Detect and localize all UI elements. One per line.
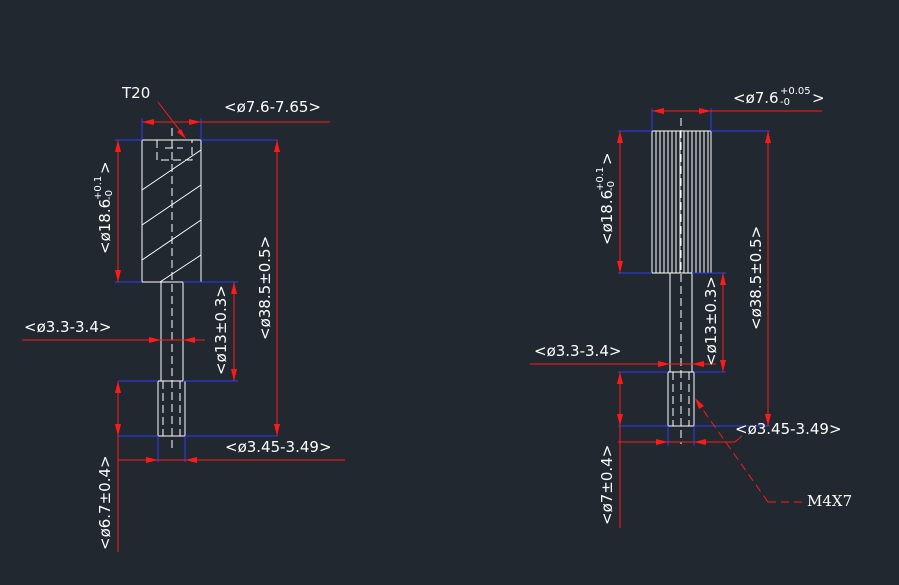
- right-pin-geometry: [651, 118, 712, 444]
- svg-text:+0.05: +0.05: [780, 86, 811, 97]
- left-dimension-lines: [22, 101, 345, 552]
- left-dim-head-len: <ø18.6 +0.1 -0 >: [93, 161, 115, 254]
- svg-text:+0.1: +0.1: [595, 167, 606, 191]
- left-dim-shaft-len: <ø13±0.3>: [212, 285, 230, 375]
- left-head-slot: [156, 140, 193, 161]
- right-dim-total-len: <ø38.5±0.5>: [747, 226, 765, 330]
- right-extension-lines: [618, 108, 770, 446]
- svg-text:>: >: [812, 89, 825, 107]
- right-dim-head-dia: <ø7.6 +0.05 -0 >: [733, 86, 825, 108]
- svg-text:<ø18.6: <ø18.6: [96, 199, 114, 254]
- svg-text:>: >: [598, 152, 616, 165]
- left-extension-lines: [115, 118, 277, 462]
- left-dim-tip-dia: <ø3.45-3.49>: [225, 438, 332, 456]
- right-dim-shaft-len: <ø13±0.3>: [702, 276, 720, 366]
- right-head-knurling: [655, 131, 709, 273]
- left-dim-head-dia: <ø7.6-7.65>: [224, 98, 321, 116]
- left-pin-drawing: T20 <ø7.6-7.65> <ø18.6 +0.1 -0 > <ø38.5±…: [22, 84, 345, 552]
- right-callout-m4x7: M4X7: [807, 492, 852, 510]
- svg-text:>: >: [96, 161, 114, 174]
- right-dim-tip-dia: <ø3.45-3.49>: [735, 420, 842, 438]
- right-dim-shaft-dia: <ø3.3-3.4>: [534, 342, 621, 360]
- right-dimension-lines: [530, 108, 822, 528]
- left-dim-shaft-dia: <ø3.3-3.4>: [24, 318, 111, 336]
- svg-text:-0: -0: [780, 97, 790, 108]
- svg-text:-0: -0: [606, 181, 617, 191]
- right-dim-tip-len: <ø7±0.4>: [598, 445, 616, 525]
- right-dim-head-len: <ø18.6 +0.1 -0 >: [595, 152, 617, 245]
- svg-text:-0: -0: [104, 190, 115, 200]
- right-pin-drawing: <ø7.6 +0.05 -0 > <ø18.6 +0.1 -0 > <ø38.5…: [530, 86, 852, 528]
- left-dim-total-len: <ø38.5±0.5>: [256, 236, 274, 340]
- left-callout-t20: T20: [121, 84, 150, 102]
- svg-text:+0.1: +0.1: [93, 176, 104, 200]
- svg-text:<ø18.6: <ø18.6: [598, 190, 616, 245]
- left-pin-geometry: [141, 128, 202, 452]
- left-dim-tip-len: <ø6.7±0.4>: [96, 455, 114, 550]
- svg-text:<ø7.6: <ø7.6: [733, 89, 779, 107]
